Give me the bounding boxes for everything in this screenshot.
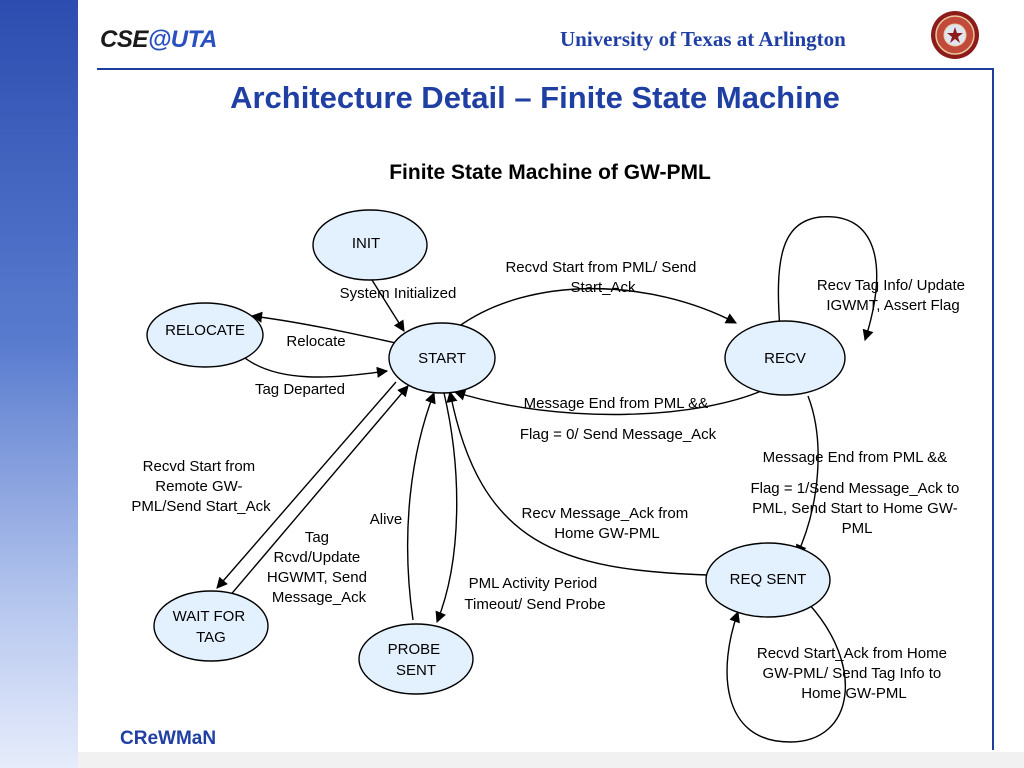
slide-title: Architecture Detail – Finite State Machi…	[230, 80, 840, 115]
edge-recv-start	[453, 387, 769, 416]
label-start-wait: Recvd Start from Remote GW- PML/Send Sta…	[131, 458, 271, 515]
state-init-label: INIT	[352, 235, 380, 252]
edge-start-probe	[435, 392, 458, 624]
state-wait-for-tag: WAIT FOR TAG	[153, 590, 269, 662]
label-relocate: Relocate	[286, 333, 345, 350]
edge-reqsent-self	[726, 602, 847, 743]
diagram-title: Finite State Machine of GW-PML	[389, 161, 711, 184]
uta-seal-icon	[931, 11, 979, 59]
edge-recv-self	[777, 216, 878, 342]
state-start: START	[388, 322, 496, 394]
edge-start-wait	[216, 381, 397, 589]
label-start-probe: PML Activity Period Timeout/ Send Probe	[464, 575, 605, 613]
left-gradient-bar	[0, 0, 78, 768]
edge-start-recv	[457, 287, 737, 328]
edge-init-start	[371, 279, 405, 332]
footer-band	[78, 752, 1024, 768]
right-rule	[992, 70, 994, 750]
label-recv-self: Recv Tag Info/ Update IGWMT, Assert Flag	[817, 277, 969, 314]
state-req-sent-label: REQ SENT	[730, 571, 807, 588]
state-probe-sent: PROBE SENT	[358, 623, 474, 695]
edge-relocate-start	[239, 353, 389, 378]
label-start-recv: Recvd Start from PML/ Send Start_Ack	[505, 259, 700, 296]
label-tag-departed: Tag Departed	[255, 381, 345, 398]
state-relocate-label: RELOCATE	[165, 322, 245, 339]
edge-recv-reqsent	[796, 395, 819, 557]
label-alive: Alive	[370, 511, 403, 528]
state-relocate: RELOCATE	[146, 302, 264, 368]
footer-crewman: CReWMaN	[120, 728, 217, 749]
cse-uta-logo: CSE@UTA	[100, 26, 217, 53]
state-recv-label: RECV	[764, 350, 806, 367]
label-reqsent-self: Recvd Start_Ack from Home GW-PML/ Send T…	[757, 645, 951, 702]
header-rule	[97, 68, 994, 70]
label-wait-start: Tag Rcvd/Update HGWMT, Send Message_Ack	[267, 529, 371, 606]
edge-probe-start	[406, 391, 436, 621]
university-name: University of Texas at Arlington	[560, 27, 846, 51]
state-recv: RECV	[724, 320, 846, 396]
edge-wait-start	[227, 385, 409, 599]
state-probe-sent-label: PROBE SENT	[388, 641, 445, 679]
label-reqsent-start: Recv Message_Ack from Home GW-PML	[522, 505, 693, 542]
state-wait-for-tag-label: WAIT FOR TAG	[173, 608, 250, 646]
label-recv-start: Message End from PML && Flag = 0/ Send M…	[520, 395, 717, 443]
label-recv-reqsent: Message End from PML && Flag = 1/Send Me…	[750, 449, 963, 537]
state-req-sent: REQ SENT	[705, 542, 831, 618]
edge-start-relocate	[250, 311, 397, 344]
label-system-initialized: System Initialized	[340, 285, 457, 302]
state-init: INIT	[312, 209, 428, 281]
state-start-label: START	[418, 350, 466, 367]
edge-reqsent-start	[446, 390, 709, 576]
